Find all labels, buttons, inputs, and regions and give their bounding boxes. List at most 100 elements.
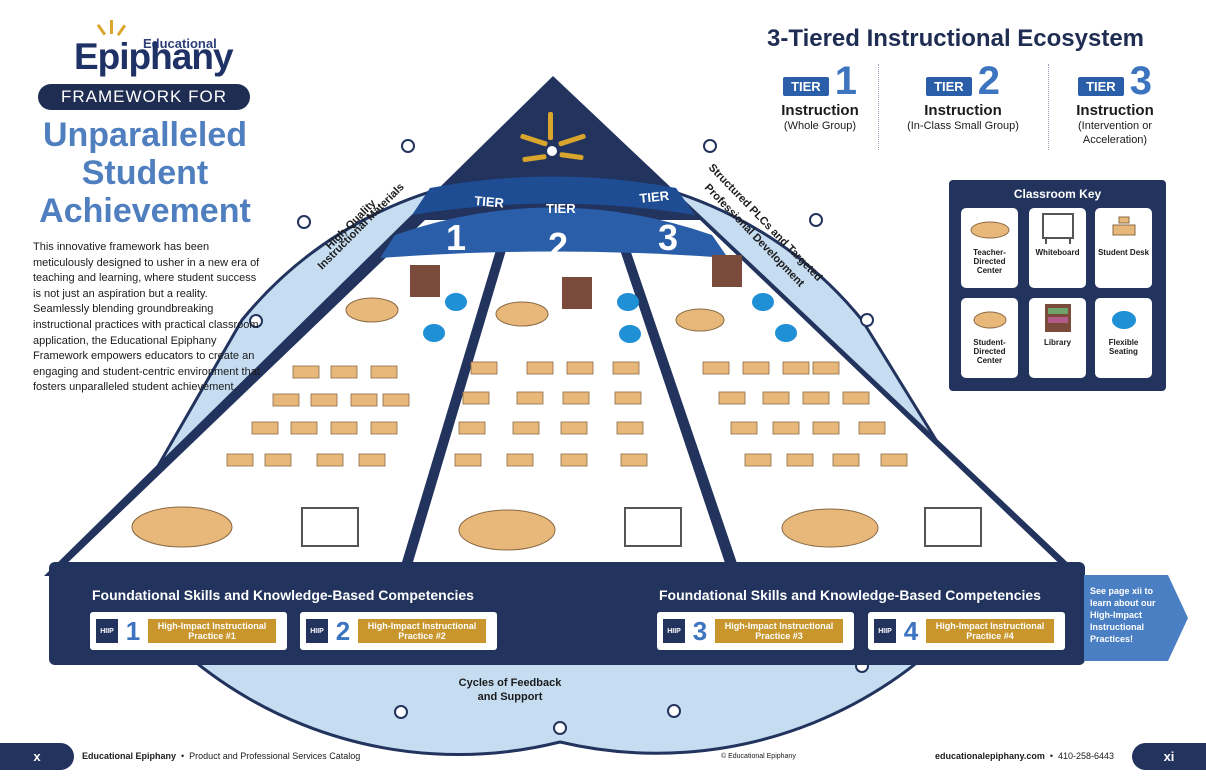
- key-item-label: Student-Directed Center: [973, 338, 1006, 365]
- key-item-student-desk: Student Desk: [1095, 208, 1152, 288]
- student-desk: [370, 421, 398, 435]
- student-desk: [802, 391, 830, 405]
- hiip-label: High-Impact Instructional Practice #3: [715, 619, 843, 643]
- footer-right: educationalepiphany.com • 410-258-6443: [935, 751, 1115, 761]
- bookshelf-icon: [1044, 304, 1071, 332]
- hiip-card-4: HIIP 4 High-Impact Instructional Practic…: [868, 612, 1065, 650]
- student-desk: [226, 453, 254, 467]
- band-tier-number-1: 1: [446, 217, 466, 258]
- student-desk: [526, 361, 554, 375]
- student-desk: [330, 365, 358, 379]
- headline-line-1: Unparalleled: [42, 116, 248, 154]
- tier-number: 2: [977, 59, 1000, 103]
- student-desk: [560, 421, 588, 435]
- key-item-teacher-center: Teacher-Directed Center: [961, 208, 1018, 288]
- bottom-arc-label-2: and Support: [477, 691, 543, 703]
- student-desk: [858, 421, 886, 435]
- hiip-badge: HIIP: [663, 619, 685, 643]
- student-desk: [812, 361, 840, 375]
- cycle-arrow-icons: [249, 139, 874, 735]
- hiip-badge: HIIP: [96, 619, 118, 643]
- key-item-student-center: Student-Directed Center: [961, 298, 1018, 378]
- student-desk: [566, 361, 594, 375]
- student-desk: [292, 365, 320, 379]
- student-desk: [462, 391, 490, 405]
- key-item-label: Student Desk: [1097, 248, 1150, 257]
- key-item-library: Library: [1029, 298, 1086, 378]
- student-desk: [370, 365, 398, 379]
- beanbag-icon: [1111, 311, 1136, 329]
- hiip-badge: HIIP: [306, 619, 328, 643]
- hiip-number: 3: [692, 615, 708, 646]
- bookshelf-icons: [410, 255, 742, 309]
- tier-badge: TIER: [1078, 77, 1124, 96]
- student-desk: [454, 453, 482, 467]
- student-desk: [762, 391, 790, 405]
- key-item-flexible-seating: Flexible Seating: [1095, 298, 1152, 378]
- epiphany-burst-icon: [520, 112, 586, 163]
- band-tier-word-1: TIER: [474, 193, 505, 211]
- tier-divider: [1048, 64, 1049, 150]
- tier-label: Instruction: [1076, 102, 1154, 119]
- see-page-note[interactable]: See page xii to learn about our High-Imp…: [1090, 586, 1156, 644]
- tier-number: 3: [1129, 59, 1152, 103]
- foundation-title-left: Foundational Skills and Knowledge-Based …: [92, 587, 474, 603]
- headline-line-2: Student: [81, 154, 209, 192]
- student-desk: [251, 421, 279, 435]
- student-desk: [562, 391, 590, 405]
- student-desk: [290, 421, 318, 435]
- beanbag-icons: [423, 293, 797, 343]
- student-desk: [616, 421, 644, 435]
- hiip-label: High-Impact Instructional Practice #1: [148, 619, 276, 643]
- student-desk: [620, 453, 648, 467]
- student-desk: [350, 393, 378, 407]
- student-desks: [226, 361, 908, 467]
- intro-paragraph: This innovative framework has been metic…: [33, 241, 260, 394]
- key-title: Classroom Key: [1013, 187, 1102, 201]
- logo-burst-icon: [96, 20, 127, 37]
- band-tier-number-2: 2: [548, 225, 568, 266]
- tier-sub: (In-Class Small Group): [907, 120, 1019, 132]
- footer-left: Educational Epiphany • Product and Profe…: [82, 751, 361, 761]
- footer-website[interactable]: educationalepiphany.com: [935, 751, 1045, 761]
- band-tier-number-3: 3: [658, 217, 678, 258]
- teacher-table-icon: [970, 221, 1009, 239]
- student-desk: [786, 453, 814, 467]
- tier-band: [380, 207, 728, 258]
- tier-sub: (Intervention or Acceleration): [1078, 120, 1152, 146]
- student-desk: [842, 391, 870, 405]
- see-page-arrow[interactable]: [1084, 575, 1190, 661]
- student-desk: [832, 453, 860, 467]
- bottom-arc-label: Cycles of Feedback and Support: [452, 676, 568, 704]
- student-desk: [316, 453, 344, 467]
- page-number-left: x: [0, 743, 74, 770]
- student-table-icon: [973, 311, 1006, 329]
- whiteboard-icons: [301, 507, 982, 547]
- tier-divider: [878, 64, 879, 150]
- framework-pill: FRAMEWORK FOR: [38, 84, 250, 110]
- hiip-card-2: HIIP 2 High-Impact Instructional Practic…: [300, 612, 497, 650]
- student-desk: [512, 421, 540, 435]
- hiip-badge: HIIP: [874, 619, 896, 643]
- classroom-key: Classroom Key Teacher-Directed Center Wh…: [949, 180, 1166, 391]
- key-item-label: Teacher-Directed Center: [973, 248, 1006, 275]
- classroom-furniture: [131, 297, 879, 551]
- logo-subword: Educational: [143, 36, 217, 51]
- student-desk: [730, 421, 758, 435]
- footer-brand: Educational Epiphany: [82, 751, 177, 761]
- page-number-right: xi: [1132, 743, 1206, 770]
- student-desk-icon: [1112, 216, 1135, 236]
- student-desk: [612, 361, 640, 375]
- hiip-label: High-Impact Instructional Practice #2: [358, 619, 486, 643]
- tier-badge: TIER: [926, 77, 972, 96]
- student-desk: [458, 421, 486, 435]
- student-desk: [614, 391, 642, 405]
- student-desk: [264, 453, 292, 467]
- hiip-number: 2: [335, 615, 351, 646]
- tier-label: Instruction: [924, 102, 1002, 119]
- student-desk: [744, 453, 772, 467]
- key-item-label: Library: [1043, 338, 1072, 347]
- bottom-arc-label-1: Cycles of Feedback: [458, 677, 562, 689]
- footer-catalog: Product and Professional Services Catalo…: [189, 751, 361, 761]
